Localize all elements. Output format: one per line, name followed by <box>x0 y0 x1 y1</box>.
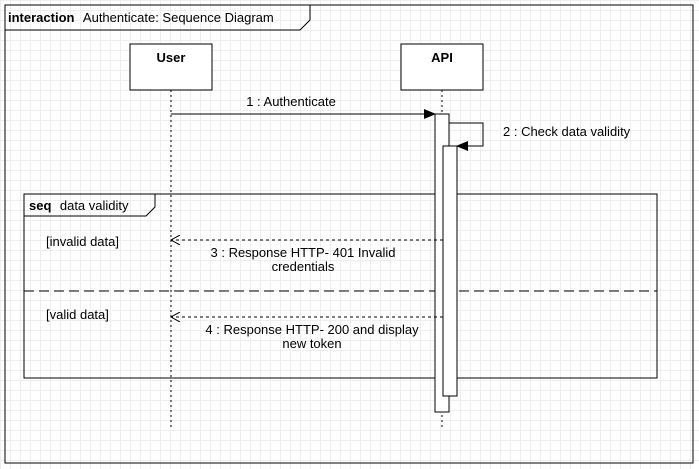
lifeline-api-label: API <box>431 50 453 65</box>
message-response-200: 4 : Response HTTP- 200 and display new t… <box>171 317 443 351</box>
svg-text:interaction Authenticate: interaction Authenticate: Sequence Diagr… <box>8 9 274 26</box>
fragment-keyword: seq <box>29 198 51 213</box>
frame-keyword: interaction <box>8 10 75 25</box>
lifeline-api: API <box>400 43 484 428</box>
fragment-name: data validity <box>60 198 129 213</box>
frame-title: Authenticate: Sequence Diagram <box>83 10 274 25</box>
message-response-200-line1: 4 : Response HTTP- 200 and display <box>205 322 419 337</box>
lifeline-user-label: User <box>157 50 186 65</box>
guard-invalid-data: [invalid data] <box>46 234 119 249</box>
message-check-data-validity-label: 2 : Check data validity <box>503 124 631 139</box>
svg-text:seq data validity: seq data validity <box>29 197 129 214</box>
message-check-data-validity: 2 : Check data validity <box>449 122 631 151</box>
activation-bar-api-nested <box>442 145 458 397</box>
guard-valid-data: [valid data] <box>46 307 109 322</box>
lifeline-user: User <box>129 43 213 428</box>
combined-fragment: seq data validity [invalid data] [valid … <box>23 193 658 379</box>
interaction-frame: interaction Authenticate: Sequence Diagr… <box>4 4 694 464</box>
message-authenticate: 1 : Authenticate <box>171 94 436 119</box>
message-response-401-line1: 3 : Response HTTP- 401 Invalid <box>211 245 396 260</box>
message-authenticate-label: 1 : Authenticate <box>246 94 336 109</box>
message-response-401-line2: credentials <box>272 259 335 274</box>
message-response-401: 3 : Response HTTP- 401 Invalid credentia… <box>171 240 443 274</box>
message-response-200-line2: new token <box>282 336 341 351</box>
